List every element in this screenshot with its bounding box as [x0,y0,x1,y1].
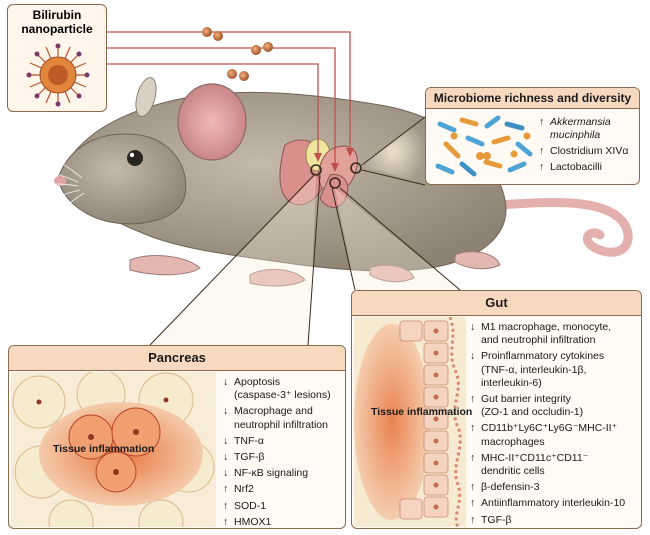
pancreas-item: ↓TNF-α [223,434,264,447]
pancreas-tissue-label: Tissue inflammation [53,443,155,455]
pancreas-item: ↓TGF-β [223,451,265,464]
gut-item: dendritic cells [481,465,545,478]
pancreas-item: ↓Macrophage and [223,405,313,418]
pancreas-marker [310,164,322,176]
microbiome-box: Microbiome richness and diversity ↑Akker… [425,87,640,185]
gut-item: interleukin-6) [481,376,542,389]
gut-tissue-label: Tissue inflammation [371,406,473,418]
gut-item: ↑β-defensin-3 [470,481,540,494]
pancreas-item: (caspase-3⁺ lesions) [234,389,331,402]
microbiome-item: ↑Lactobacilli [539,161,602,173]
pancreas-item: ↓Apoptosis [223,376,281,388]
nanoparticle-route-lines [105,31,351,165]
gut-item: ↑Antiinflammatory interleukin-10 [470,497,626,510]
gut-item: ↓Proinflammatory cytokines [470,350,605,363]
microbiome-list: ↑Akkermansia mucinphila ↑Clostridium XIV… [539,116,628,177]
pancreas-tissue-illustration [11,372,216,527]
mouse-whiskers [4,144,85,239]
gut-item: and neutrophil infiltration [481,334,596,347]
pancreas-item: neutrophil infiltration [234,418,328,431]
gut-item: ↓M1 macrophage, monocyte, [470,321,612,333]
pancreas-item: ↑HMOX1 [223,515,272,528]
pancreas-item: ↑SOD-1 [223,499,267,512]
gut-item: ↑Gut barrier integrity [470,393,571,406]
gut-item: macrophages [481,435,545,448]
floating-nanoparticles [202,27,273,81]
microbiome-item: mucinphila [550,129,601,141]
mouse-head [57,133,187,225]
microbiome-marker [350,162,362,174]
gut-item: ↑TGF-β [470,513,512,526]
mouse-eye [127,150,143,166]
microbiome-item: ↑Clostridium XIVα [539,145,629,157]
gut-item: ↑CD11b⁺Ly6C⁺Ly6G⁻MHC-II⁺ [470,422,618,435]
microbiome-title: Microbiome richness and diversity [426,88,639,109]
pancreas-item: ↑Nrf2 [223,483,254,496]
gut-box: Gut Tissue inflammation ↓M1 macrophage, … [351,290,642,529]
gut-tissue-illustration [354,317,466,527]
nanoparticle-box: Bilirubin nanoparticle [7,4,107,112]
pancreas-title: Pancreas [9,346,345,371]
gut-list: ↓M1 macrophage, monocyte, and neutrophil… [470,321,625,530]
mouse-organs [279,138,358,208]
gut-marker [329,177,341,189]
microbiome-item: ↑Akkermansia [539,116,611,128]
mouse-tail [495,197,633,257]
gut-item: (TNF-α, interleukin-1β, [481,363,587,376]
nanoparticle-title: Bilirubin nanoparticle [21,8,93,36]
pancreas-box: Pancreas Tissue inflammation ↓Apoptosis … [8,345,346,529]
pancreas-item: ↓NF-κB signaling [223,467,309,480]
gut-title: Gut [352,291,641,316]
bacteria-icon [435,115,533,177]
nanoparticle-icon [26,43,90,107]
pancreas-list: ↓Apoptosis (caspase-3⁺ lesions) ↓Macroph… [223,376,331,532]
mouse-ear [177,83,247,161]
gut-item: (ZO-1 and occludin-1) [481,406,584,419]
gut-item: ↑MHC-II⁺CD11c⁺CD11⁻ [470,451,589,464]
